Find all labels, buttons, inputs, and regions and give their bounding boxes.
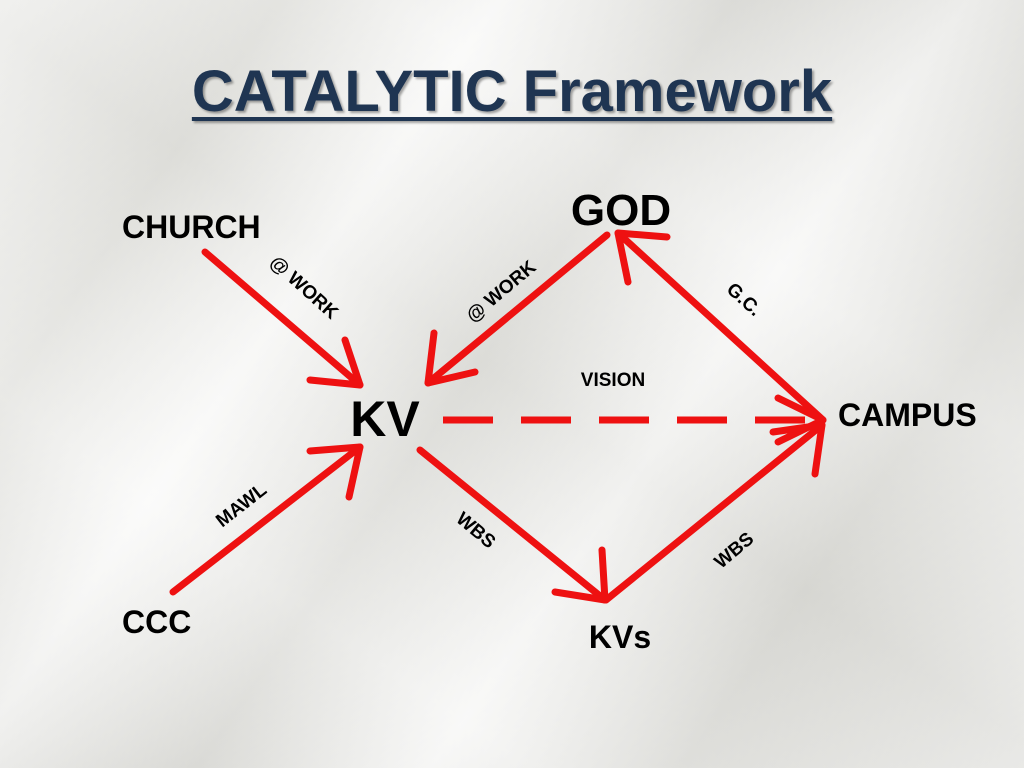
node-campus: CAMPUS: [838, 397, 977, 433]
arrow-god-to-kv: [424, 231, 611, 387]
arrow-kvs-to-campus: [602, 421, 826, 604]
edge-label-campus-god: G.C.: [722, 279, 765, 321]
arrow-kv-to-campus-dashed: [443, 394, 827, 446]
node-kv: KV: [350, 391, 420, 447]
arrow-kv-to-kvs: [416, 446, 609, 604]
arrow-campus-to-god: [614, 229, 827, 424]
node-god: GOD: [571, 186, 671, 235]
arrow-church-to-kv: [201, 248, 364, 389]
arrow-ccc-to-kv: [169, 443, 364, 596]
edge-label-kv-campus: VISION: [581, 370, 645, 391]
node-ccc: CCC: [122, 604, 191, 640]
edge-label-kvs-campus: WBS: [711, 528, 758, 573]
page-title: CATALYTIC Framework: [191, 59, 833, 124]
node-kvs: KVs: [589, 619, 651, 655]
edge-label-god-kv: @ WORK: [463, 257, 541, 327]
edge-label-kv-kvs: WBS: [452, 508, 499, 553]
node-church: CHURCH: [122, 209, 261, 245]
